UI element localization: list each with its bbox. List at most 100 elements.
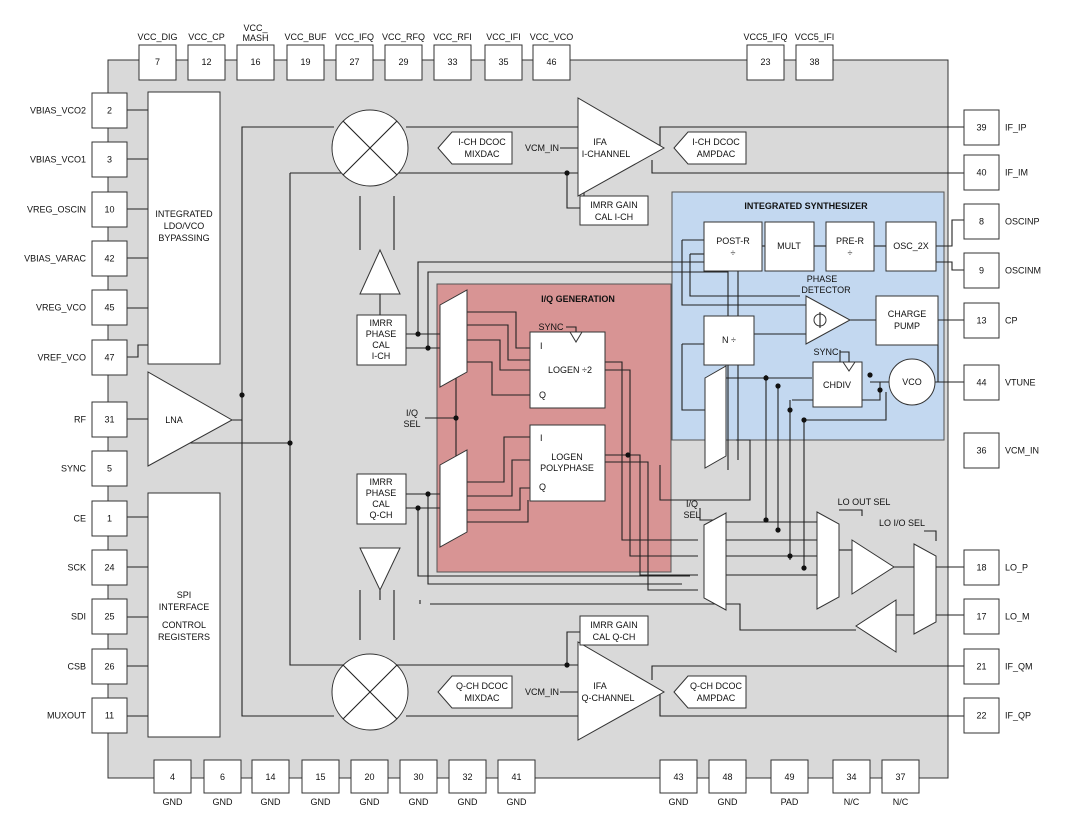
iq-mux-lower xyxy=(439,449,468,548)
pin-number: 32 xyxy=(462,772,472,782)
vcm-in-label-q: VCM_IN xyxy=(525,687,559,697)
logen-div2-label: LOGEN ÷2 xyxy=(548,365,592,375)
pin-box-bottom xyxy=(203,759,242,794)
pin-number: 41 xyxy=(511,772,521,782)
pin-name: IF_QP xyxy=(1005,711,1031,721)
osc2x-label: OSC_2X xyxy=(893,241,929,251)
pin-name: PAD xyxy=(781,797,799,807)
pin-number: 38 xyxy=(809,57,819,67)
pin-box-top xyxy=(484,44,523,81)
pin-name: N/C xyxy=(844,797,860,807)
pin-number: 13 xyxy=(976,316,986,326)
imrr-gain-i-2: CAL I-CH xyxy=(595,212,633,222)
pin-number: 27 xyxy=(349,57,359,67)
pin-box-bottom xyxy=(881,759,920,794)
pin-number: 35 xyxy=(498,57,508,67)
pin-name: VCM_IN xyxy=(1005,446,1039,456)
lna-amplifier xyxy=(147,371,234,467)
pin-box-bottom xyxy=(399,759,438,794)
pin-name: VCC_VCO xyxy=(530,32,574,42)
pin-box-top xyxy=(795,44,834,81)
pin-box-top xyxy=(286,44,325,81)
pin-box-right xyxy=(963,697,1000,734)
pin-number: 30 xyxy=(413,772,423,782)
pin-number: 47 xyxy=(104,353,114,363)
vco-label: VCO xyxy=(902,377,922,387)
mixdac-q xyxy=(437,675,513,709)
pin-name: SCK xyxy=(67,563,86,573)
mult-label: MULT xyxy=(777,241,801,251)
mixer-q xyxy=(331,653,409,731)
pin-name: MUXOUT xyxy=(47,711,86,721)
chdiv-block xyxy=(812,361,863,408)
pin-number: 37 xyxy=(895,772,905,782)
pin-name: VCC_RFQ xyxy=(382,32,425,42)
pin-box-bottom xyxy=(301,759,340,794)
pin-number: 9 xyxy=(979,266,984,276)
synth-title: INTEGRATED SYNTHESIZER xyxy=(744,201,868,211)
imrr-gain-cal-i xyxy=(579,195,649,226)
pin-box-right xyxy=(963,598,1000,635)
pin-number: 6 xyxy=(220,772,225,782)
pin-name: VCC_IFI xyxy=(486,32,521,42)
pin-box-right xyxy=(963,648,1000,685)
pin-name: VTUNE xyxy=(1005,378,1036,388)
pin-box-left xyxy=(91,289,128,326)
pin-number: 17 xyxy=(976,612,986,622)
mixdac-i-1: I-CH DCOC xyxy=(458,137,506,147)
pin-number: 22 xyxy=(976,711,986,721)
pin-name: RF xyxy=(74,415,86,425)
pre-r-divider xyxy=(825,221,875,272)
mixdac-i-2: MIXDAC xyxy=(464,149,500,159)
pin-number: 20 xyxy=(364,772,374,782)
pin-number: 43 xyxy=(673,772,683,782)
logen-pp-port-q: Q xyxy=(539,482,546,492)
pin-name: GND xyxy=(360,797,381,807)
imrr-phase-q-4: Q-CH xyxy=(370,510,393,520)
pin-box-bottom xyxy=(832,759,871,794)
pin-number: 31 xyxy=(104,415,114,425)
pin-box-right xyxy=(963,154,1000,191)
pin-name: LO_M xyxy=(1005,612,1030,622)
post-r-1: POST-R xyxy=(716,236,750,246)
post-r-divider xyxy=(703,221,763,272)
junction-dots xyxy=(239,170,883,668)
logen-pp-2: POLYPHASE xyxy=(540,463,594,473)
pin-number: 21 xyxy=(976,662,986,672)
pin-number: 24 xyxy=(104,563,114,573)
pin-name: VREF_VCO xyxy=(37,353,86,363)
logen2-port-i: I xyxy=(540,341,543,351)
pin-number: 15 xyxy=(315,772,325,782)
pin-name: GND xyxy=(718,797,739,807)
pin-box-top xyxy=(236,44,275,81)
iq-sel-right-2: SEL xyxy=(683,510,700,520)
imrr-phase-i-3: CAL xyxy=(372,340,390,350)
lo-io-sel-label: LO I/O SEL xyxy=(879,518,925,528)
mixdac-i xyxy=(437,131,513,165)
logen-polyphase xyxy=(529,424,606,502)
pin-name: VCC_IFQ xyxy=(335,32,374,42)
iq-sel-right-1: I/Q xyxy=(686,499,698,509)
pin-name: CSB xyxy=(67,662,86,672)
lo-buffer-q xyxy=(359,547,401,592)
pin-number: 33 xyxy=(447,57,457,67)
ifa-i-2: I-CHANNEL xyxy=(582,149,631,159)
ifa-q-2: Q-CHANNEL xyxy=(581,693,634,703)
pin-number: 10 xyxy=(104,205,114,215)
ldo-line-3: BYPASSING xyxy=(158,233,209,243)
lo-out-sel-mux xyxy=(816,511,840,610)
pin-box-left xyxy=(91,401,128,438)
imrr-gain-q-1: IMRR GAIN xyxy=(590,620,638,630)
pin-number: 42 xyxy=(104,254,114,264)
pin-box-bottom xyxy=(708,759,747,794)
pin-number: 48 xyxy=(722,772,732,782)
pin-box-left xyxy=(91,598,128,635)
pin-name: GND xyxy=(507,797,528,807)
pin-box-left xyxy=(91,191,128,228)
pin-number: 14 xyxy=(265,772,275,782)
pin-number: 45 xyxy=(104,303,114,313)
ldo-line-1: INTEGRATED xyxy=(155,209,213,219)
ifa-i-channel xyxy=(577,97,666,197)
